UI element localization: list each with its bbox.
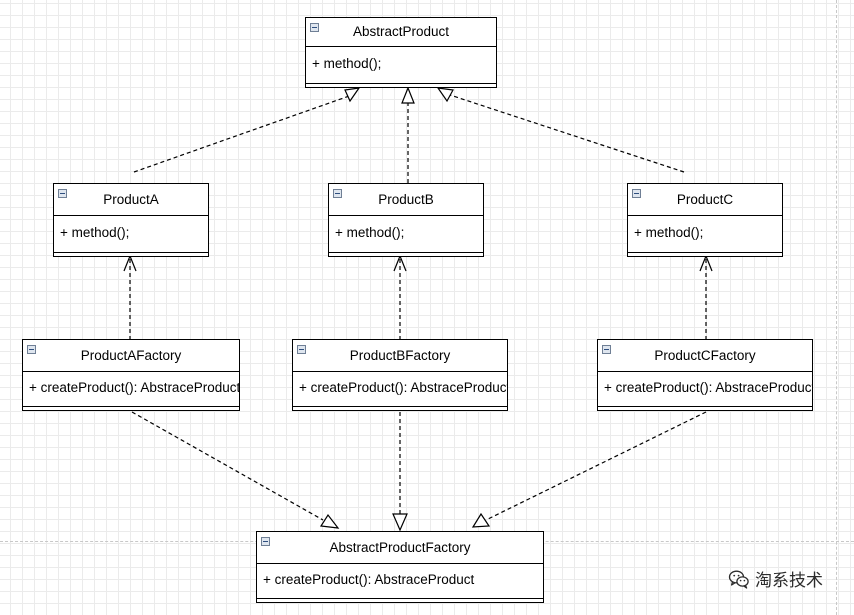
- class-header: ProductB: [329, 184, 483, 216]
- class-empty-compartment: [306, 84, 496, 87]
- class-member: + method();: [329, 216, 483, 253]
- class-name: AbstractProductFactory: [329, 540, 471, 555]
- class-member: + method();: [306, 47, 496, 84]
- class-member: + createProduct(): AbstraceProduct: [293, 372, 507, 407]
- arrowhead-productc-abstractproduct: [436, 87, 454, 103]
- class-header: ProductAFactory: [23, 340, 239, 372]
- class-abstract-product[interactable]: AbstractProduct + method();: [305, 17, 497, 88]
- class-name: AbstractProduct: [352, 24, 450, 39]
- class-empty-compartment: [293, 407, 507, 410]
- class-empty-compartment: [329, 253, 483, 256]
- class-product-c-factory[interactable]: ProductCFactory + createProduct(): Abstr…: [597, 339, 813, 411]
- edge-afactory-abstractfactory: [131, 411, 324, 521]
- class-name: ProductCFactory: [654, 348, 756, 363]
- class-header: AbstractProduct: [306, 18, 496, 47]
- collapse-icon[interactable]: [310, 23, 319, 32]
- collapse-icon[interactable]: [27, 345, 36, 354]
- class-empty-compartment: [257, 599, 543, 602]
- class-member: + method();: [54, 216, 208, 253]
- edge-cfactory-abstractfactory: [485, 411, 707, 521]
- class-name: ProductA: [103, 192, 159, 207]
- class-header: ProductA: [54, 184, 208, 216]
- edge-producta-abstractproduct: [133, 94, 353, 173]
- watermark: 淘系技术: [727, 566, 823, 591]
- class-header: ProductCFactory: [598, 340, 812, 372]
- arrowhead-bfactory-abstractfactory: [392, 513, 408, 532]
- class-product-b[interactable]: ProductB + method();: [328, 183, 484, 257]
- class-empty-compartment: [54, 253, 208, 256]
- class-member: + method();: [628, 216, 782, 253]
- arrowhead-productb-abstractproduct: [401, 86, 415, 104]
- class-name: ProductC: [676, 192, 734, 207]
- arrowhead-afactory-abstractfactory: [319, 513, 340, 529]
- collapse-icon[interactable]: [632, 189, 641, 198]
- class-product-a[interactable]: ProductA + method();: [53, 183, 209, 257]
- collapse-icon[interactable]: [58, 189, 67, 198]
- class-member: + createProduct(): AbstraceProduct: [257, 564, 543, 599]
- class-member: + createProduct(): AbstraceProduct: [598, 372, 812, 407]
- class-abstract-product-factory[interactable]: AbstractProductFactory + createProduct()…: [256, 531, 544, 603]
- class-member: + createProduct(): AbstraceProduct: [23, 372, 239, 407]
- arrowhead-cfactory-abstractfactory: [471, 512, 491, 528]
- collapse-icon[interactable]: [602, 345, 611, 354]
- arrowhead-producta-abstractproduct: [344, 87, 361, 103]
- class-product-a-factory[interactable]: ProductAFactory + createProduct(): Abstr…: [22, 339, 240, 411]
- wechat-icon: [728, 570, 749, 589]
- class-empty-compartment: [23, 407, 239, 410]
- class-name: ProductBFactory: [349, 348, 451, 363]
- collapse-icon[interactable]: [333, 189, 342, 198]
- class-header: AbstractProductFactory: [257, 532, 543, 564]
- collapse-icon[interactable]: [297, 345, 306, 354]
- class-empty-compartment: [598, 407, 812, 410]
- class-name: ProductB: [378, 192, 434, 207]
- class-header: ProductC: [628, 184, 782, 216]
- class-header: ProductBFactory: [293, 340, 507, 372]
- class-product-b-factory[interactable]: ProductBFactory + createProduct(): Abstr…: [292, 339, 508, 411]
- class-empty-compartment: [628, 253, 782, 256]
- class-name: ProductAFactory: [80, 348, 182, 363]
- class-product-c[interactable]: ProductC + method();: [627, 183, 783, 257]
- collapse-icon[interactable]: [261, 537, 270, 546]
- edge-productc-abstractproduct: [449, 94, 685, 173]
- watermark-text: 淘系技术: [755, 571, 823, 590]
